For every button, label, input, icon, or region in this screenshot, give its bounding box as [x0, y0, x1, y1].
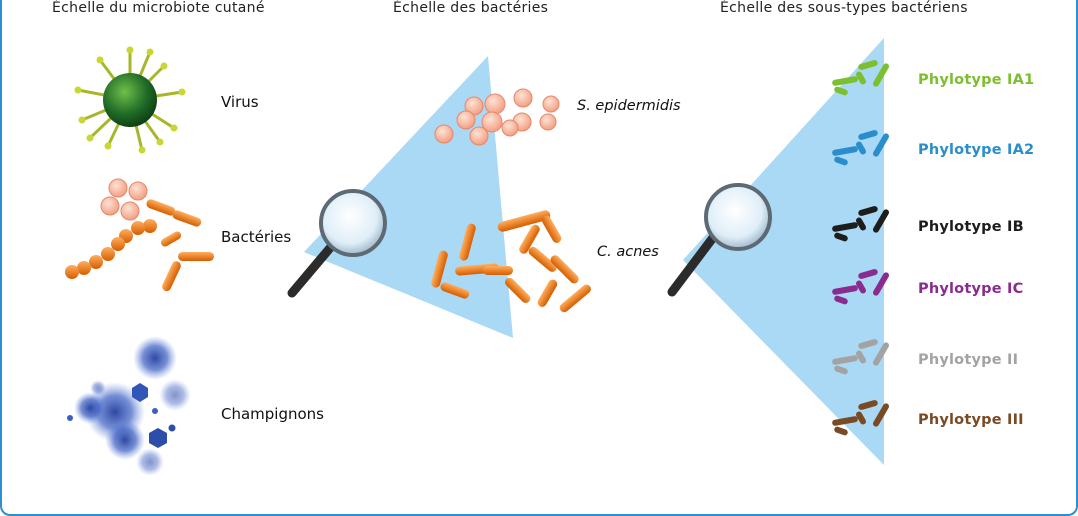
magnifier-icon — [287, 189, 387, 298]
rod-bacterium — [858, 339, 878, 349]
phylotype-bacteria-icon — [832, 400, 889, 436]
rod-bacterium — [873, 403, 889, 427]
rod-bacterium — [856, 141, 866, 155]
rod-bacterium — [832, 355, 858, 365]
label-phylotype-ia1: Phylotype IA1 — [918, 72, 1035, 88]
rod-bacterium — [832, 285, 858, 295]
rod-bacterium — [858, 60, 878, 70]
magnification-beam-right — [683, 38, 884, 465]
label-phylotype-ib: Phylotype IB — [918, 219, 1024, 235]
rod-bacterium — [856, 217, 866, 231]
phylotype-bacteria-icon — [832, 206, 889, 242]
heading-skin-scale: Échelle du microbiote cutané — [52, 0, 265, 16]
rod-bacterium — [832, 146, 858, 156]
s-epidermidis-cluster — [434, 88, 560, 146]
rod-bacterium — [834, 86, 848, 96]
label-champignons: Champignons — [221, 405, 325, 423]
label-phylotype-iii: Phylotype III — [918, 412, 1024, 428]
rod-bacterium — [873, 342, 889, 366]
fungus-icon — [67, 336, 191, 476]
phylotype-bacteria-icon — [832, 130, 889, 166]
label-phylotype-ii: Phylotype II — [918, 352, 1019, 368]
rod-bacterium — [834, 295, 848, 305]
rod-bacterium — [832, 416, 858, 426]
heading-subtype-scale: Échelle des sous-types bactériens — [720, 0, 968, 16]
rod-bacterium — [873, 63, 889, 87]
rod-bacterium — [856, 71, 866, 85]
rod-bacterium — [856, 350, 866, 364]
heading-bacteria-scale: Échelle des bactéries — [393, 0, 549, 16]
rod-bacterium — [832, 76, 858, 86]
phylotype-bacteria-icon — [832, 339, 889, 375]
rod-bacterium — [873, 272, 889, 296]
rod-bacterium — [834, 426, 848, 436]
rod-bacterium — [856, 280, 866, 294]
rod-bacterium — [858, 269, 878, 279]
rod-bacterium — [832, 222, 858, 232]
label-s-epidermidis: S. epidermidis — [577, 98, 681, 114]
rod-bacterium — [858, 400, 878, 410]
label-bacteries: Bactéries — [221, 228, 292, 246]
c-acnes-cluster — [431, 210, 591, 313]
magnifier-icon — [667, 183, 772, 297]
rod-bacterium — [858, 130, 878, 140]
rod-bacterium — [858, 206, 878, 216]
label-virus: Virus — [221, 93, 259, 111]
rod-bacterium — [873, 133, 889, 157]
phylotype-bacteria-icon — [832, 269, 889, 305]
rod-bacterium — [856, 411, 866, 425]
rod-bacterium — [834, 365, 848, 375]
bacteria-icon — [65, 178, 214, 292]
rod-bacterium — [834, 232, 848, 242]
rod-bacterium — [834, 156, 848, 166]
label-phylotype-ia2: Phylotype IA2 — [918, 142, 1035, 158]
virus-icon — [74, 46, 186, 154]
rod-bacterium — [873, 209, 889, 233]
label-phylotype-ic: Phylotype IC — [918, 281, 1024, 297]
label-c-acnes: C. acnes — [597, 244, 659, 260]
phylotype-bacteria-icon — [832, 60, 889, 96]
